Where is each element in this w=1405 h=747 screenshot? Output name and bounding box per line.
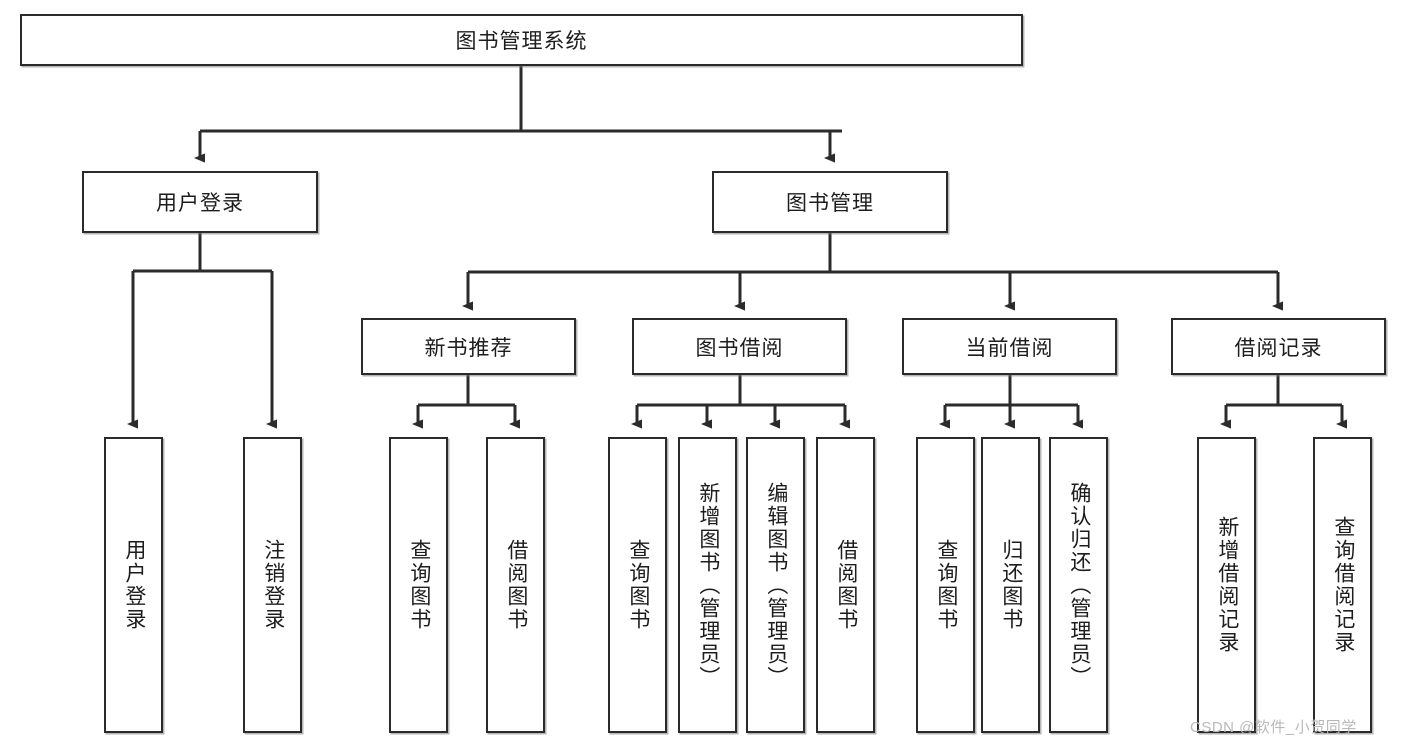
node-leaf-query-book-2[interactable]: 查询图书 [608, 437, 667, 733]
node-leaf-query-book-1-label: 查询图书 [407, 539, 431, 631]
node-leaf-user-login[interactable]: 用户登录 [104, 437, 163, 733]
node-leaf-add-book[interactable]: 新增图书（管理员） [678, 437, 737, 733]
node-book-mgmt[interactable]: 图书管理 [712, 171, 948, 233]
node-user-login[interactable]: 用户登录 [82, 171, 318, 233]
node-root-label: 图书管理系统 [455, 30, 588, 53]
node-user-login-label: 用户登录 [156, 192, 244, 215]
node-borrow-record-label: 借阅记录 [1234, 336, 1323, 360]
node-leaf-logout-label: 注销登录 [261, 539, 285, 631]
node-leaf-add-record-label: 新增借阅记录 [1215, 516, 1239, 654]
node-leaf-query-book-3-label: 查询图书 [934, 539, 958, 631]
node-leaf-query-record-label: 查询借阅记录 [1331, 516, 1355, 654]
node-leaf-query-record[interactable]: 查询借阅记录 [1313, 437, 1372, 733]
node-new-book-rec[interactable]: 新书推荐 [361, 318, 576, 375]
node-book-borrow[interactable]: 图书借阅 [632, 318, 847, 375]
node-borrow-record[interactable]: 借阅记录 [1171, 318, 1386, 375]
node-book-borrow-label: 图书借阅 [695, 336, 784, 360]
node-leaf-return-book[interactable]: 归还图书 [981, 437, 1040, 733]
node-leaf-edit-book[interactable]: 编辑图书（管理员） [746, 437, 805, 733]
node-leaf-edit-book-label: 编辑图书（管理员） [764, 481, 788, 689]
node-current-borrow[interactable]: 当前借阅 [902, 318, 1117, 375]
node-leaf-query-book-1[interactable]: 查询图书 [389, 437, 448, 733]
node-leaf-return-book-label: 归还图书 [999, 539, 1023, 631]
node-leaf-query-book-3[interactable]: 查询图书 [916, 437, 975, 733]
node-leaf-confirm-return[interactable]: 确认归还（管理员） [1049, 437, 1108, 733]
node-leaf-add-record[interactable]: 新增借阅记录 [1197, 437, 1256, 733]
node-current-borrow-label: 当前借阅 [965, 336, 1054, 360]
node-root[interactable]: 图书管理系统 [20, 14, 1023, 66]
node-leaf-query-book-2-label: 查询图书 [626, 539, 650, 631]
node-leaf-borrow-book-1-label: 借阅图书 [504, 539, 528, 631]
node-leaf-confirm-return-label: 确认归还（管理员） [1067, 481, 1091, 689]
node-book-mgmt-label: 图书管理 [786, 192, 874, 215]
node-new-book-rec-label: 新书推荐 [424, 336, 513, 360]
node-leaf-logout[interactable]: 注销登录 [243, 437, 302, 733]
node-leaf-add-book-label: 新增图书（管理员） [696, 481, 720, 689]
node-leaf-user-login-label: 用户登录 [122, 539, 146, 631]
node-leaf-borrow-book-2-label: 借阅图书 [834, 539, 858, 631]
node-leaf-borrow-book-1[interactable]: 借阅图书 [486, 437, 545, 733]
node-leaf-borrow-book-2[interactable]: 借阅图书 [816, 437, 875, 733]
